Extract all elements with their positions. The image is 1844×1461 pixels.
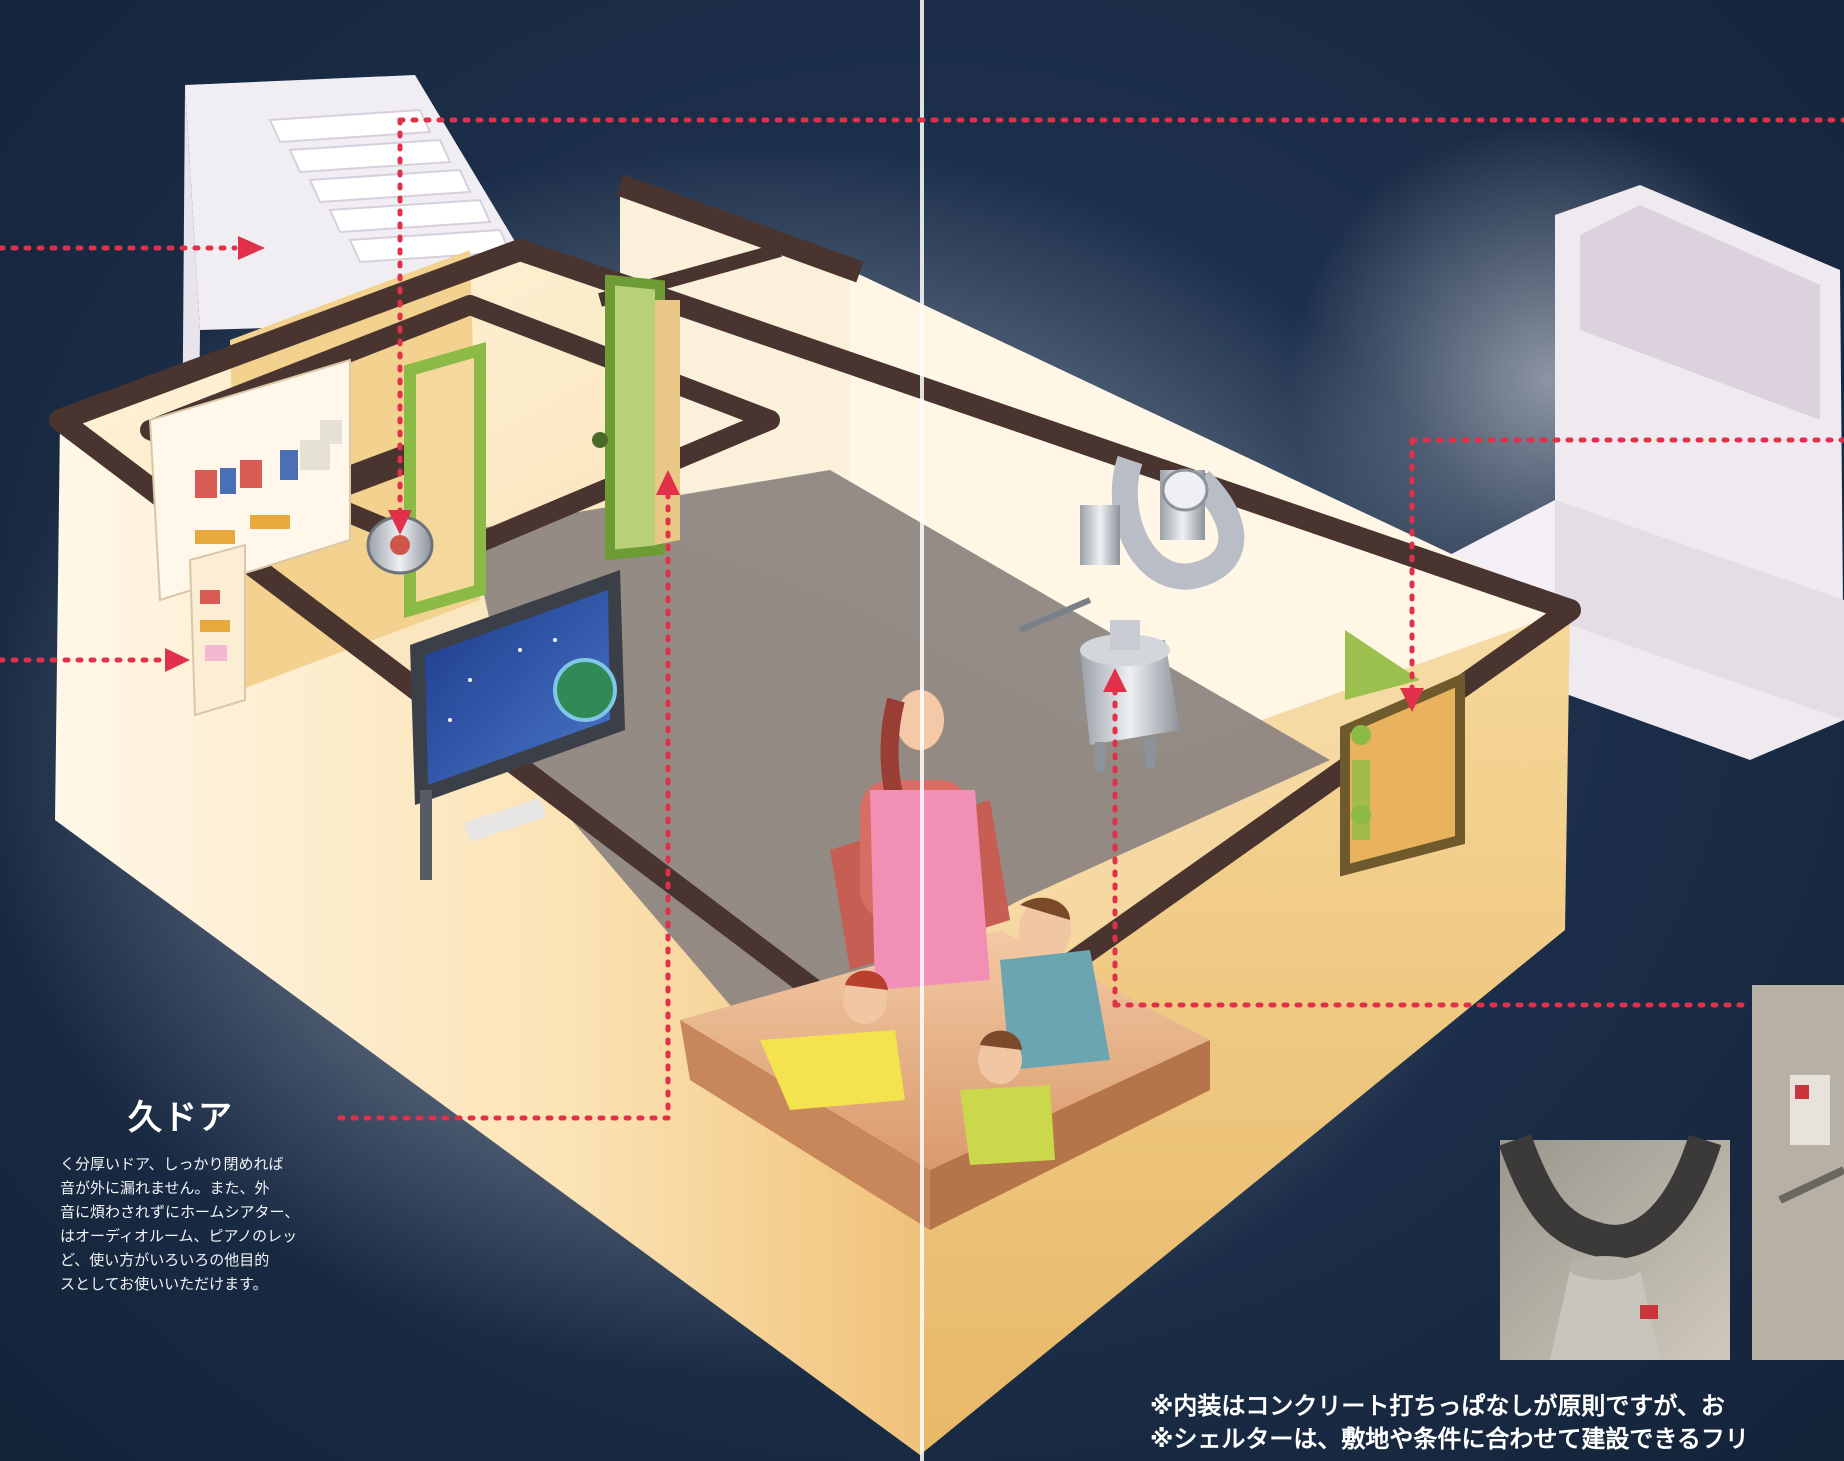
air-filtration-unit — [1018, 455, 1245, 772]
door-caption-line: ど、使い方がいろいろの他目的 — [60, 1251, 270, 1269]
leader-arrowheads — [165, 236, 1424, 712]
photo-wall-valve — [1752, 985, 1844, 1360]
door-caption-line: はオーディオルーム、ピアノのレッ — [60, 1227, 298, 1245]
door-caption-body: く分厚いドア、しっかり閉めれば 音が外に漏れません。また、外 音に煩わされずにホ… — [60, 1152, 380, 1296]
storage-shelves — [148, 358, 351, 717]
door-caption-line: く分厚いドア、しっかり閉めれば — [60, 1155, 284, 1173]
home-theater-tv — [410, 570, 625, 880]
valve-wheel — [366, 515, 434, 575]
door-caption-line: 音に煩わされずにホームシアター、 — [60, 1203, 300, 1221]
door-caption-line: スとしてお使いいただけます。 — [60, 1275, 268, 1293]
photo-filter-unit — [1498, 1134, 1730, 1360]
footnote-interior: ※内装はコンクリート打ちっぱなしが原則ですが、お — [1150, 1392, 1725, 1420]
door-caption-heading: 久ドア — [128, 1098, 233, 1138]
footnotes: ※内装はコンクリート打ちっぱなしが原則ですが、お ※シェルターは、敷地や条件に合… — [1150, 1390, 1844, 1456]
footnote-shelter: ※シェルターは、敷地や条件に合わせて建設できるフリ — [1150, 1425, 1749, 1453]
door-caption-line: 音が外に漏れません。また、外 — [60, 1179, 270, 1197]
door-right — [1340, 630, 1465, 877]
leader-lines — [0, 117, 1844, 1121]
